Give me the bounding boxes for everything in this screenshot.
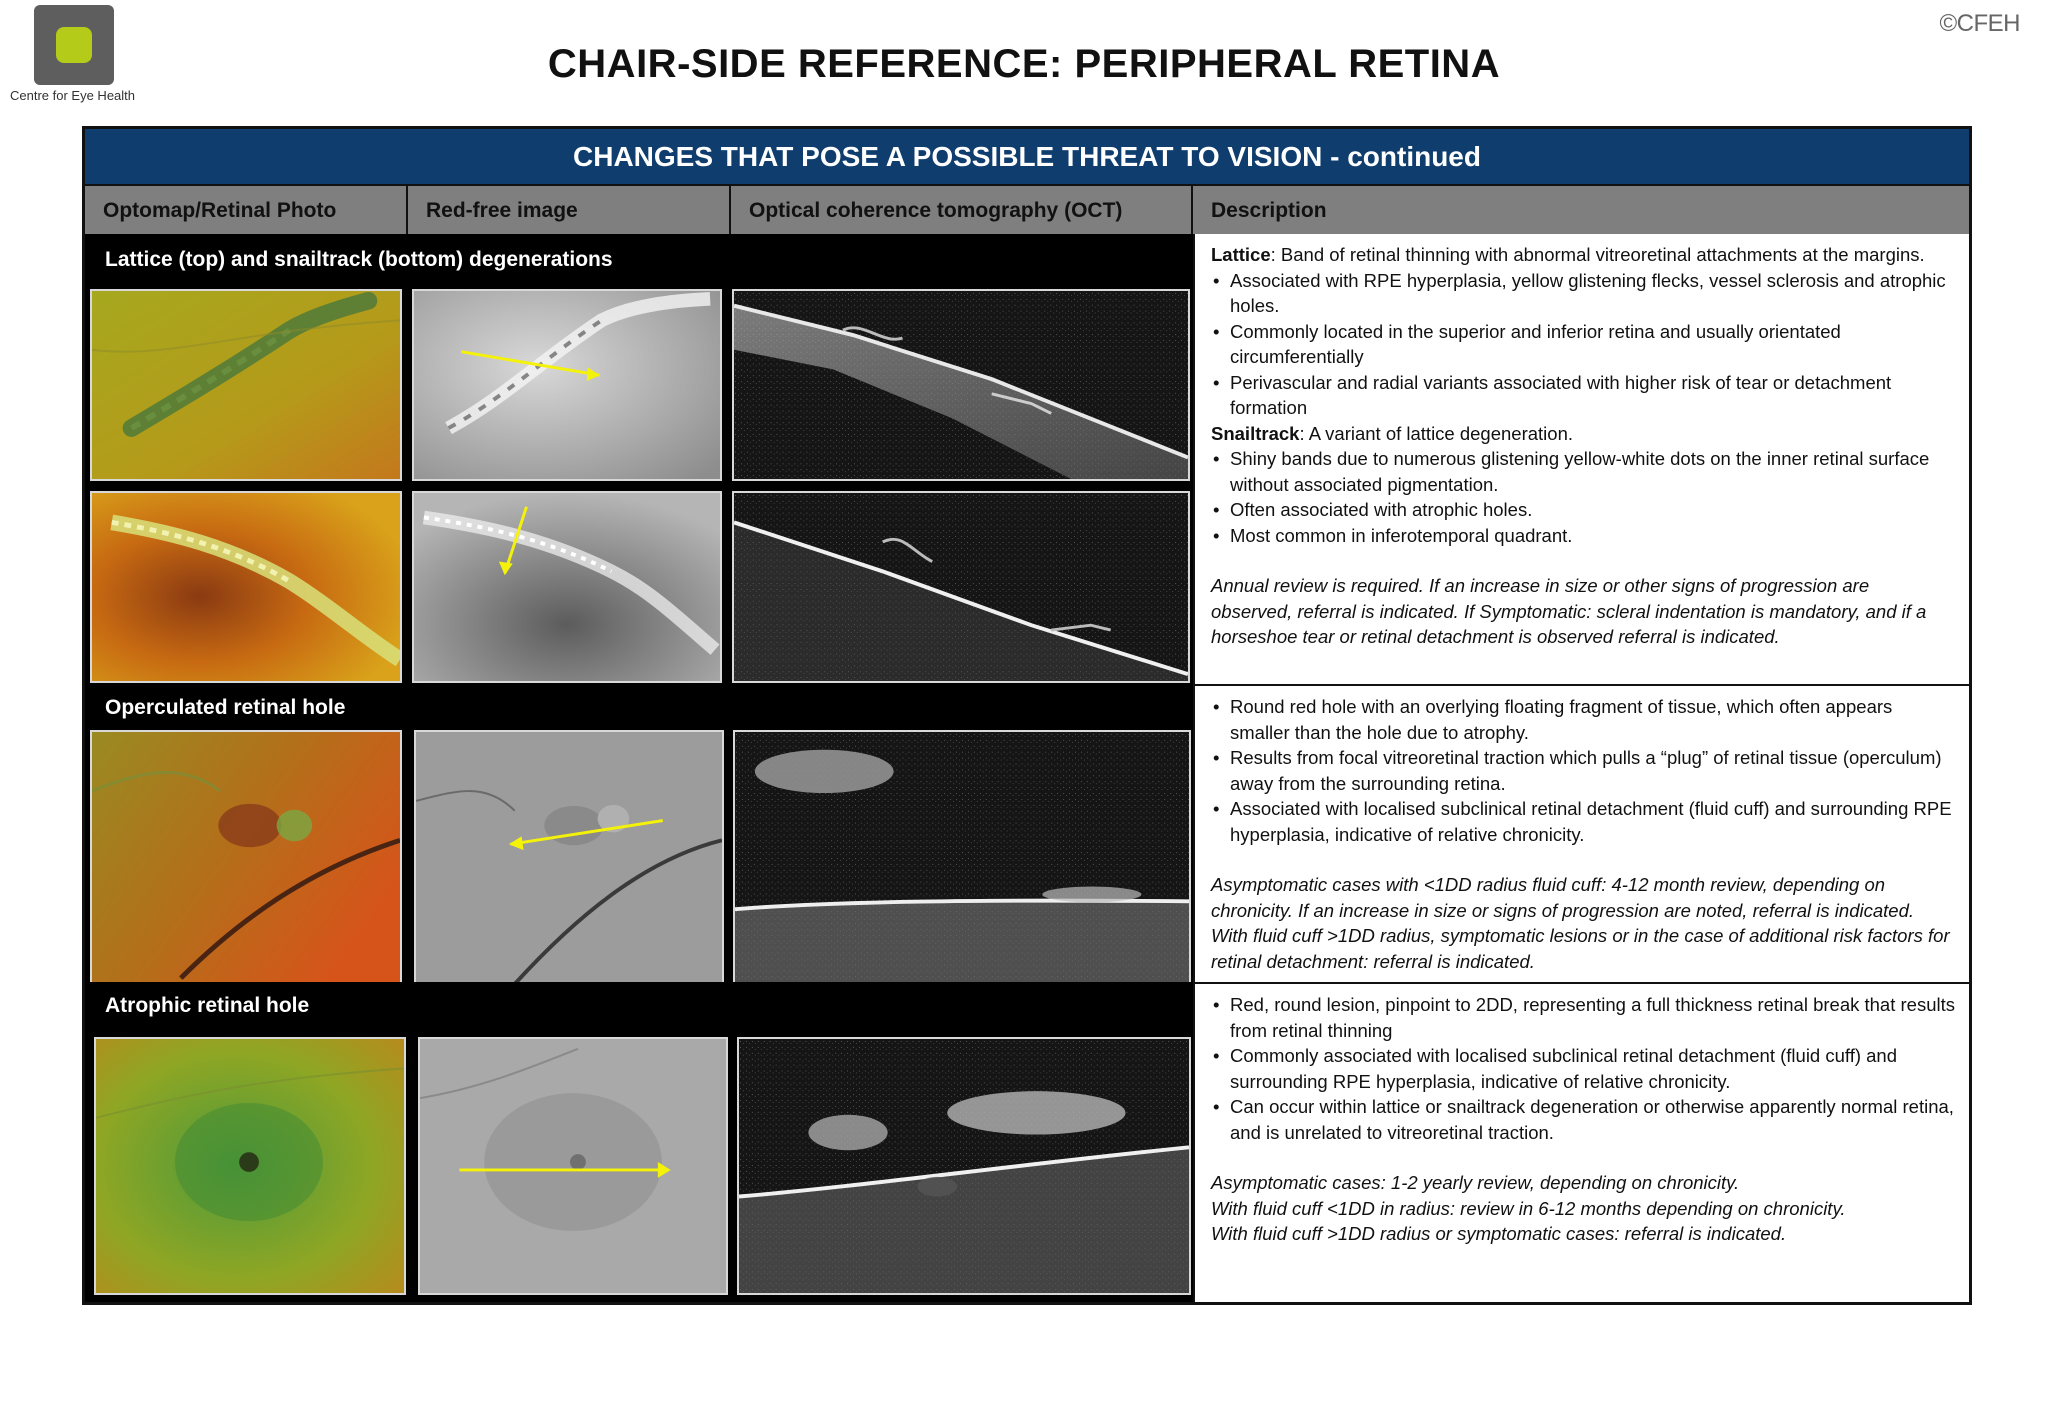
atrophic-red-free-image (418, 1037, 728, 1295)
lattice-definition: Lattice: Band of retinal thinning with a… (1211, 244, 1925, 265)
operculated-management-note: Asymptomatic cases with <1DD radius flui… (1211, 874, 1950, 972)
row-label-operculated: Operculated retinal hole (105, 696, 346, 719)
list-item: Most common in inferotemporal quadrant. (1211, 523, 1955, 549)
page-title: CHAIR-SIDE REFERENCE: PERIPHERAL RETINA (547, 42, 1501, 86)
snailtrack-term: Snailtrack (1211, 422, 1300, 444)
list-item: Round red hole with an overlying floatin… (1211, 694, 1955, 745)
list-item: Commonly located in the superior and inf… (1211, 319, 1955, 370)
lattice-optomap-photo (90, 289, 402, 481)
list-item: Associated with localised subclinical re… (1211, 796, 1955, 847)
atrophic-management-note: Asymptomatic cases: 1-2 yearly review, d… (1211, 1172, 1846, 1244)
lattice-red-free-image (412, 289, 722, 481)
atrophic-oct-scan (737, 1037, 1191, 1295)
list-item: Perivascular and radial variants associa… (1211, 370, 1955, 421)
operculated-optomap-photo (90, 730, 402, 986)
list-item: Can occur within lattice or snailtrack d… (1211, 1094, 1955, 1145)
lattice-image-panel: Lattice (top) and snailtrack (bottom) de… (85, 234, 1193, 684)
copyright: ©CFEH (1939, 10, 2020, 37)
column-header-red-free: Red-free image (408, 184, 731, 234)
reference-table: CHANGES THAT POSE A POSSIBLE THREAT TO V… (82, 126, 1972, 1305)
operculated-oct-scan (733, 730, 1191, 986)
operculated-image-panel: Operculated retinal hole (85, 684, 1193, 986)
column-header-optomap: Optomap/Retinal Photo (85, 184, 408, 234)
atrophic-image-panel: Atrophic retinal hole (85, 982, 1193, 1302)
snailtrack-definition: Snailtrack: A variant of lattice degener… (1211, 422, 1574, 444)
centre-for-eye-health-logo (34, 5, 114, 85)
row-label-atrophic: Atrophic retinal hole (105, 994, 310, 1017)
list-item: Results from focal vitreoretinal tractio… (1211, 745, 1955, 796)
lattice-oct-scan (732, 289, 1190, 481)
column-header-oct: Optical coherence tomography (OCT) (731, 184, 1193, 234)
list-item: Often associated with atrophic holes. (1211, 497, 1955, 523)
lattice-term: Lattice (1211, 244, 1271, 265)
row-label-lattice: Lattice (top) and snailtrack (bottom) de… (105, 248, 613, 271)
logo-text: Centre for Eye Health (10, 88, 136, 103)
lattice-description: Lattice: Band of retinal thinning with a… (1193, 234, 1969, 684)
list-item: Commonly associated with localised subcl… (1211, 1043, 1955, 1094)
snailtrack-red-free-image (412, 491, 722, 683)
snailtrack-oct-scan (732, 491, 1190, 683)
lattice-management-note: Annual review is required. If an increas… (1211, 575, 1927, 647)
operculated-description: Round red hole with an overlying floatin… (1193, 684, 1969, 982)
operculated-red-free-image (414, 730, 724, 986)
column-header-description: Description (1193, 184, 1969, 234)
section-banner: CHANGES THAT POSE A POSSIBLE THREAT TO V… (85, 129, 1969, 184)
list-item: Associated with RPE hyperplasia, yellow … (1211, 268, 1955, 319)
atrophic-description: Red, round lesion, pinpoint to 2DD, repr… (1193, 982, 1969, 1302)
snailtrack-optomap-photo (90, 491, 402, 683)
list-item: Red, round lesion, pinpoint to 2DD, repr… (1211, 992, 1955, 1043)
list-item: Shiny bands due to numerous glistening y… (1211, 446, 1955, 497)
atrophic-optomap-photo (94, 1037, 406, 1295)
